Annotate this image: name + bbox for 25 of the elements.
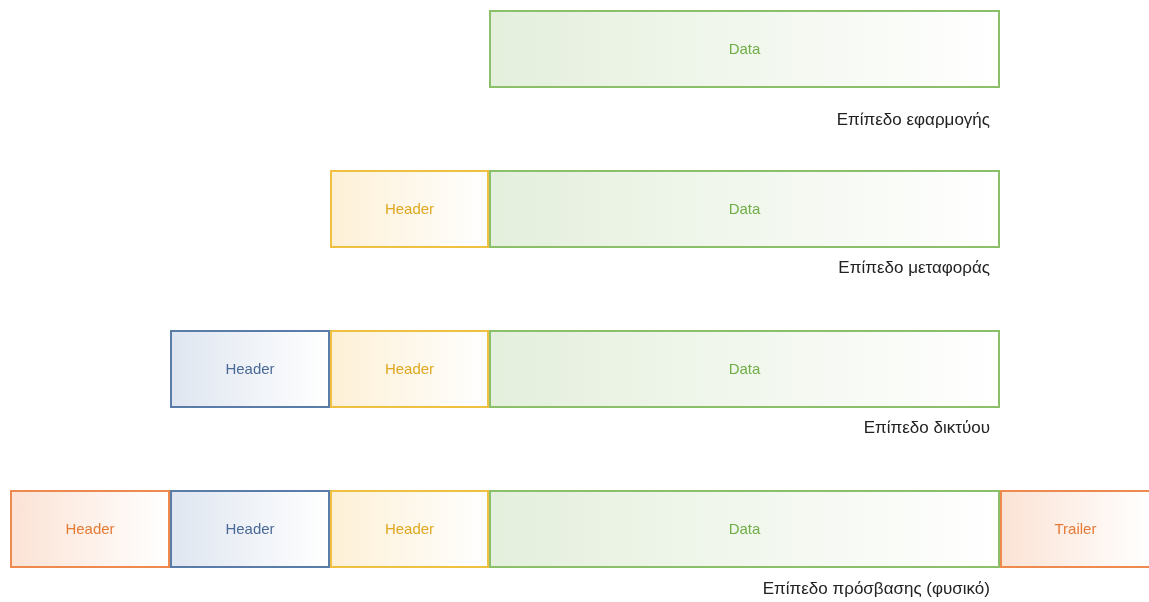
field-label: Data (728, 358, 761, 379)
field-label: Header (225, 518, 275, 539)
layer-name: Επίπεδο δικτύου (863, 418, 990, 438)
packet-field-box (489, 490, 1000, 568)
packet-field-box (170, 330, 330, 408)
field-label: Data (728, 38, 761, 59)
packet-field-box (489, 10, 1000, 88)
field-label: Header (225, 358, 275, 379)
field-label: Header (384, 198, 435, 219)
packet-field-box (10, 490, 170, 568)
field-label: Data (728, 198, 761, 219)
field-label: Data (728, 518, 761, 539)
layer-name: Επίπεδο εφαρμογής (836, 110, 990, 130)
field-label: Header (384, 358, 435, 379)
packet-field-box (170, 490, 330, 568)
layer-name: Επίπεδο πρόσβασης (φυσικό) (762, 579, 990, 599)
packet-field-box (1000, 490, 1149, 568)
field-label: Trailer (1054, 518, 1097, 539)
packet-field-box (489, 330, 1000, 408)
packet-field-box (330, 170, 489, 248)
packet-field-box (330, 490, 489, 568)
field-label: Header (65, 518, 115, 539)
packet-field-box (489, 170, 1000, 248)
field-label: Header (384, 518, 435, 539)
packet-field-box (330, 330, 489, 408)
